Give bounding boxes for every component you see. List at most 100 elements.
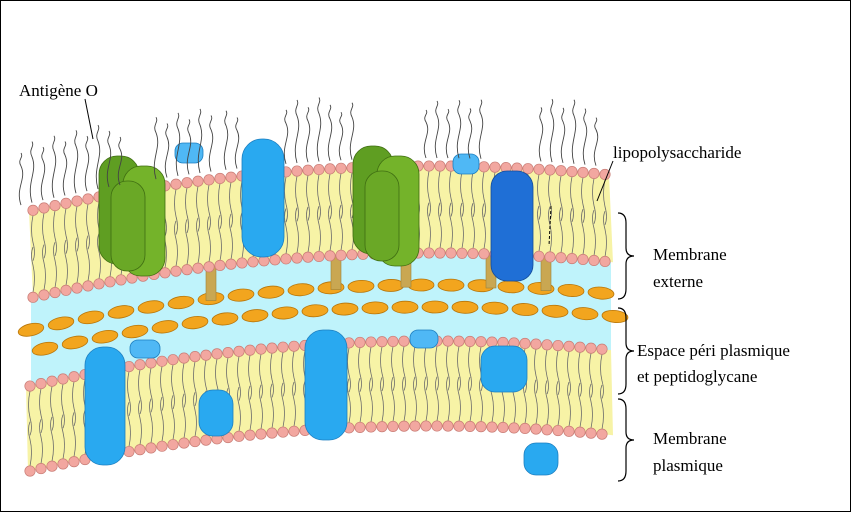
outer-head <box>39 290 49 300</box>
outer-head <box>281 254 291 264</box>
outer-membrane-label-line2: externe <box>653 272 703 292</box>
lps-o-antigen-chain <box>52 136 55 198</box>
outer-head <box>292 166 302 176</box>
outer-head <box>72 283 82 293</box>
outer-head <box>479 162 489 172</box>
lps-o-antigen-chain <box>550 99 553 162</box>
lps-o-antigen-chain <box>209 116 212 172</box>
inner-head <box>597 344 607 354</box>
inner-head <box>575 342 585 352</box>
inner-head <box>465 421 475 431</box>
inner-head <box>553 425 563 435</box>
outer-head <box>435 248 445 258</box>
inner-head <box>443 421 453 431</box>
inner-head <box>355 422 365 432</box>
inner-head <box>476 422 486 432</box>
lps-o-antigen-chain <box>165 124 168 178</box>
antigen-pointer-line <box>85 99 93 139</box>
outer-head <box>336 250 346 260</box>
lps-o-antigen-chain <box>224 111 227 170</box>
outer-head <box>83 281 93 291</box>
antigen-o-label: Antigène O <box>19 81 98 101</box>
inner-peripheral-protein <box>130 340 160 358</box>
inner-head <box>278 427 288 437</box>
inner-head <box>366 422 376 432</box>
outer-porin-blue <box>242 139 284 257</box>
inner-head <box>58 374 68 384</box>
outer-head <box>578 254 588 264</box>
lps-o-antigen-chain <box>583 109 586 165</box>
inner-head <box>520 338 530 348</box>
outer-head <box>226 259 236 269</box>
inner-head <box>388 336 398 346</box>
outer-membrane-bracket-icon <box>618 213 634 299</box>
inner-head <box>179 353 189 363</box>
outer-head <box>215 173 225 183</box>
inner-head <box>377 336 387 346</box>
lps-o-antigen-chain <box>295 100 298 163</box>
lps-o-antigen-chain <box>594 118 597 166</box>
outer-head <box>523 163 533 173</box>
outer-head <box>534 164 544 174</box>
lps-o-antigen-chain <box>41 147 44 200</box>
peptidoglycan-unit <box>438 279 464 291</box>
peptidoglycan-unit <box>408 279 434 291</box>
inner-head <box>267 428 277 438</box>
outer-head <box>204 175 214 185</box>
outer-head <box>490 162 500 172</box>
outer-membrane-label-line1: Membrane <box>653 245 727 265</box>
inner-head <box>509 423 519 433</box>
outer-head <box>314 164 324 174</box>
inner-head <box>564 426 574 436</box>
inner-transmembrane-protein <box>85 347 125 465</box>
outer-head <box>204 262 214 272</box>
outer-head <box>28 205 38 215</box>
inner-head <box>355 337 365 347</box>
outer-head <box>479 249 489 259</box>
inner-head <box>168 439 178 449</box>
lps-o-antigen-chain <box>317 98 320 162</box>
outer-head <box>182 177 192 187</box>
inner-head <box>36 463 46 473</box>
inner-head <box>179 438 189 448</box>
outer-head <box>171 179 181 189</box>
outer-head <box>545 252 555 262</box>
inner-head <box>476 337 486 347</box>
inner-head <box>69 456 79 466</box>
inner-head <box>146 358 156 368</box>
inner-head <box>47 461 57 471</box>
inner-head <box>531 339 541 349</box>
inner-head <box>168 354 178 364</box>
inner-head <box>223 347 233 357</box>
outer-head <box>61 285 71 295</box>
lps-o-antigen-chain <box>74 130 77 193</box>
inner-peripheral-protein <box>481 346 527 392</box>
inner-head <box>190 351 200 361</box>
inner-head <box>564 341 574 351</box>
inner-head <box>377 421 387 431</box>
outer-head <box>600 256 610 266</box>
outer-head <box>314 251 324 261</box>
inner-head <box>597 429 607 439</box>
inner-head <box>25 466 35 476</box>
inner-head <box>421 421 431 431</box>
outer-head <box>83 194 93 204</box>
inner-head <box>388 421 398 431</box>
inner-head <box>234 431 244 441</box>
inner-head <box>245 430 255 440</box>
outer-head <box>556 166 566 176</box>
peptidoglycan-unit <box>452 301 478 313</box>
outer-head <box>567 253 577 263</box>
outer-head <box>578 167 588 177</box>
inner-transmembrane-protein <box>305 330 347 440</box>
inner-head <box>25 381 35 391</box>
inner-head <box>454 336 464 346</box>
inner-head <box>256 429 266 439</box>
outer-head <box>28 292 38 302</box>
inner-head <box>245 345 255 355</box>
lps-o-antigen-chain <box>284 110 287 164</box>
inner-head <box>289 426 299 436</box>
inner-head <box>542 340 552 350</box>
inner-head <box>256 344 266 354</box>
inner-head <box>586 343 596 353</box>
